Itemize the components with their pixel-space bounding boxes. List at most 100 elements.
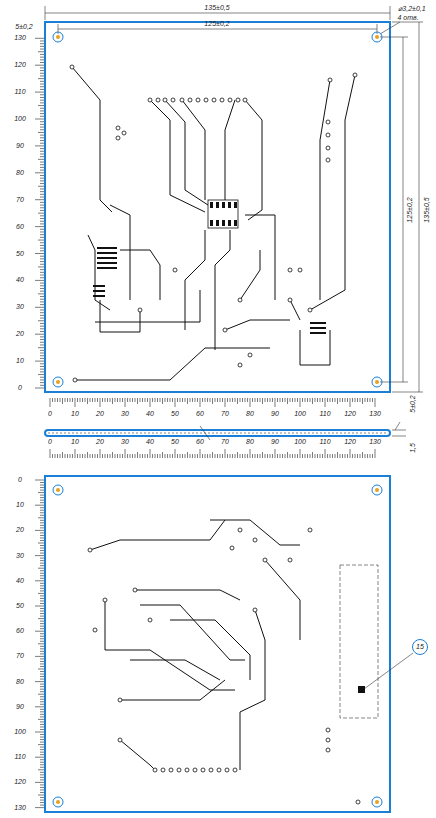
- ruler-tick: [40, 497, 44, 498]
- ruler-tick: [345, 454, 346, 458]
- ruler-tick: [87, 398, 88, 404]
- ruler-tick: [40, 729, 44, 730]
- ruler-tick: [40, 721, 44, 722]
- ruler-tick: [40, 304, 44, 305]
- ruler-tick: [180, 454, 181, 458]
- ruler-tick: [40, 234, 44, 235]
- ruler-tick: [100, 398, 101, 407]
- ruler-tick: [40, 84, 44, 85]
- ruler-tick: [40, 507, 44, 508]
- ruler-tick: [365, 454, 366, 458]
- ruler-tick: [40, 89, 44, 90]
- ruler-tick: [35, 480, 44, 481]
- ruler-tick: [35, 172, 44, 173]
- ruler-tick: [167, 398, 168, 402]
- ruler-tick: [40, 600, 44, 601]
- ruler-number: 70: [221, 410, 229, 418]
- ruler-tick: [40, 167, 44, 168]
- ruler-tick: [40, 385, 44, 386]
- ruler-tick: [40, 162, 44, 163]
- ruler-tick: [40, 180, 44, 181]
- ruler-tick: [252, 454, 253, 458]
- ruler-number: 100: [14, 115, 26, 123]
- ruler-tick: [40, 94, 44, 95]
- ruler-tick: [40, 188, 44, 189]
- ruler-tick: [40, 679, 44, 680]
- ruler-number: 40: [16, 577, 24, 585]
- ruler-tick: [40, 578, 44, 579]
- ruler-tick: [175, 449, 176, 458]
- ruler-tick: [135, 398, 136, 402]
- ruler-tick: [365, 398, 366, 402]
- ruler-tick: [40, 59, 44, 60]
- ruler-tick: [237, 398, 238, 404]
- ruler-tick: [40, 170, 44, 171]
- ruler-tick: [35, 732, 44, 733]
- ruler-tick: [40, 102, 44, 103]
- ruler-tick: [122, 398, 123, 402]
- ruler-tick: [290, 454, 291, 458]
- ruler-tick: [330, 398, 331, 402]
- ruler-tick: [40, 97, 44, 98]
- ruler-tick: [40, 742, 44, 743]
- ruler-tick: [40, 583, 44, 584]
- dimension-text: 125±0,2: [406, 197, 414, 222]
- ruler-tick: [40, 658, 44, 659]
- ruler-tick: [35, 307, 44, 308]
- ruler-tick: [40, 628, 44, 629]
- ruler-tick: [347, 398, 348, 402]
- ruler-tick: [120, 454, 121, 458]
- ruler-tick: [162, 452, 163, 458]
- ruler-tick: [40, 197, 44, 198]
- ruler-tick: [170, 398, 171, 402]
- ruler-tick: [70, 398, 71, 402]
- ruler-tick: [40, 342, 44, 343]
- ruler-tick: [38, 744, 44, 745]
- ruler-tick: [40, 716, 44, 717]
- ruler-tick: [237, 452, 238, 458]
- ruler-tick: [352, 454, 353, 458]
- ruler-tick: [35, 631, 44, 632]
- ruler-tick: [275, 449, 276, 458]
- ruler-tick: [40, 153, 44, 154]
- ruler-tick: [277, 454, 278, 458]
- ruler-tick: [38, 240, 44, 241]
- ruler-tick: [40, 684, 44, 685]
- ruler-tick: [150, 449, 151, 458]
- ruler-tick: [35, 92, 44, 93]
- ruler-tick: [55, 398, 56, 402]
- ruler-tick: [40, 762, 44, 763]
- ruler-tick: [215, 398, 216, 402]
- ruler-tick: [225, 449, 226, 458]
- ruler-tick: [40, 689, 44, 690]
- ruler-tick: [40, 110, 44, 111]
- ruler-tick: [40, 151, 44, 152]
- ruler-tick: [40, 210, 44, 211]
- ruler-tick: [40, 711, 44, 712]
- ruler-tick: [177, 454, 178, 458]
- ruler-tick: [35, 334, 44, 335]
- ruler-tick: [250, 398, 251, 407]
- ruler-tick: [40, 792, 44, 793]
- ruler-tick: [262, 452, 263, 458]
- ruler-tick: [255, 454, 256, 458]
- ruler-tick: [340, 398, 341, 402]
- ruler-tick: [195, 398, 196, 402]
- ruler-tick: [40, 331, 44, 332]
- ruler-tick: [38, 618, 44, 619]
- ruler-tick: [40, 40, 44, 41]
- ruler-number: 10: [16, 501, 24, 509]
- ruler-tick: [230, 398, 231, 402]
- ruler-tick: [62, 452, 63, 458]
- ruler-tick: [222, 454, 223, 458]
- ruler-tick: [362, 398, 363, 404]
- ruler-tick: [75, 398, 76, 407]
- ruler-tick: [280, 454, 281, 458]
- ruler-tick: [285, 398, 286, 402]
- ruler-tick: [40, 510, 44, 511]
- ruler-tick: [160, 398, 161, 402]
- ruler-tick: [52, 398, 53, 402]
- ruler-tick: [40, 137, 44, 138]
- ruler-tick: [40, 183, 44, 184]
- ruler-number: 40: [146, 438, 154, 446]
